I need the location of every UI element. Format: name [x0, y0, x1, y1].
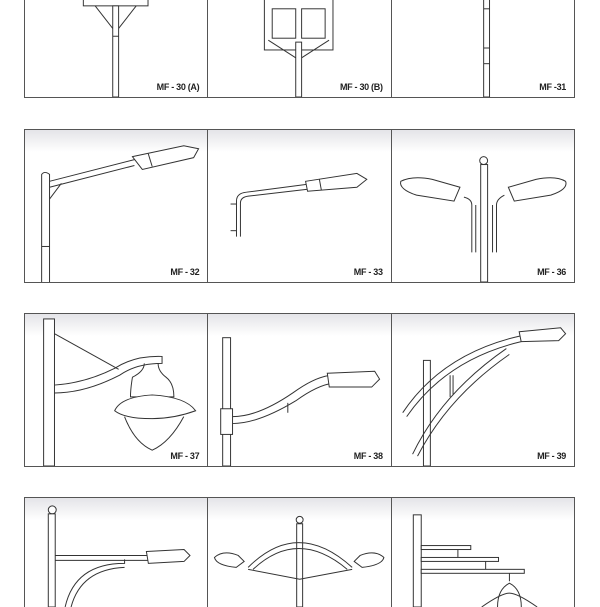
catalog-row-1: MF - 30 (A) MF - 30 (B) MF -31 [24, 0, 575, 98]
model-label: MF - 30 (A) [156, 82, 200, 92]
product-card-mf-38: MF - 38 [208, 314, 392, 466]
model-label: MF - 39 [537, 451, 566, 461]
street-light-drawing [41, 145, 200, 282]
catalog-row-4 [24, 497, 575, 607]
street-light-drawing [412, 514, 538, 607]
product-card-mf-37: MF - 37 [25, 314, 209, 466]
catalog-row-3: MF - 37 MF - 38 MF - 39 [24, 313, 575, 467]
street-light-drawing [47, 505, 191, 607]
model-label: MF - 30 (B) [339, 82, 383, 92]
product-card-mf-31: MF -31 [391, 0, 574, 97]
model-label: MF - 38 [353, 451, 383, 461]
street-light-drawing [264, 0, 334, 97]
street-light-drawing [482, 0, 490, 97]
product-card-mf-33: MF - 33 [208, 130, 392, 282]
street-light-drawing [399, 156, 567, 282]
street-light-drawing [214, 515, 385, 607]
street-light-drawing [230, 172, 368, 237]
product-card-mf-30a: MF - 30 (A) [25, 0, 209, 97]
model-label: MF -31 [539, 82, 566, 92]
product-card-mf-30b: MF - 30 (B) [208, 0, 392, 97]
product-card-mf-32: MF - 32 [25, 130, 209, 282]
catalog-row-2: MF - 32 MF - 33 MF - 36 [24, 129, 575, 283]
product-card-row4-1 [25, 498, 209, 607]
model-label: MF - 37 [170, 451, 200, 461]
model-label: MF - 32 [170, 267, 200, 277]
street-light-drawing [82, 0, 149, 97]
model-label: MF - 36 [537, 267, 566, 277]
model-label: MF - 33 [353, 267, 383, 277]
product-card-mf-36: MF - 36 [391, 130, 574, 282]
street-light-drawing [220, 337, 381, 466]
product-card-row4-3 [391, 498, 574, 607]
street-light-drawing [401, 327, 566, 466]
product-card-mf-39: MF - 39 [391, 314, 574, 466]
street-light-drawing [43, 318, 197, 466]
product-card-row4-2 [208, 498, 392, 607]
